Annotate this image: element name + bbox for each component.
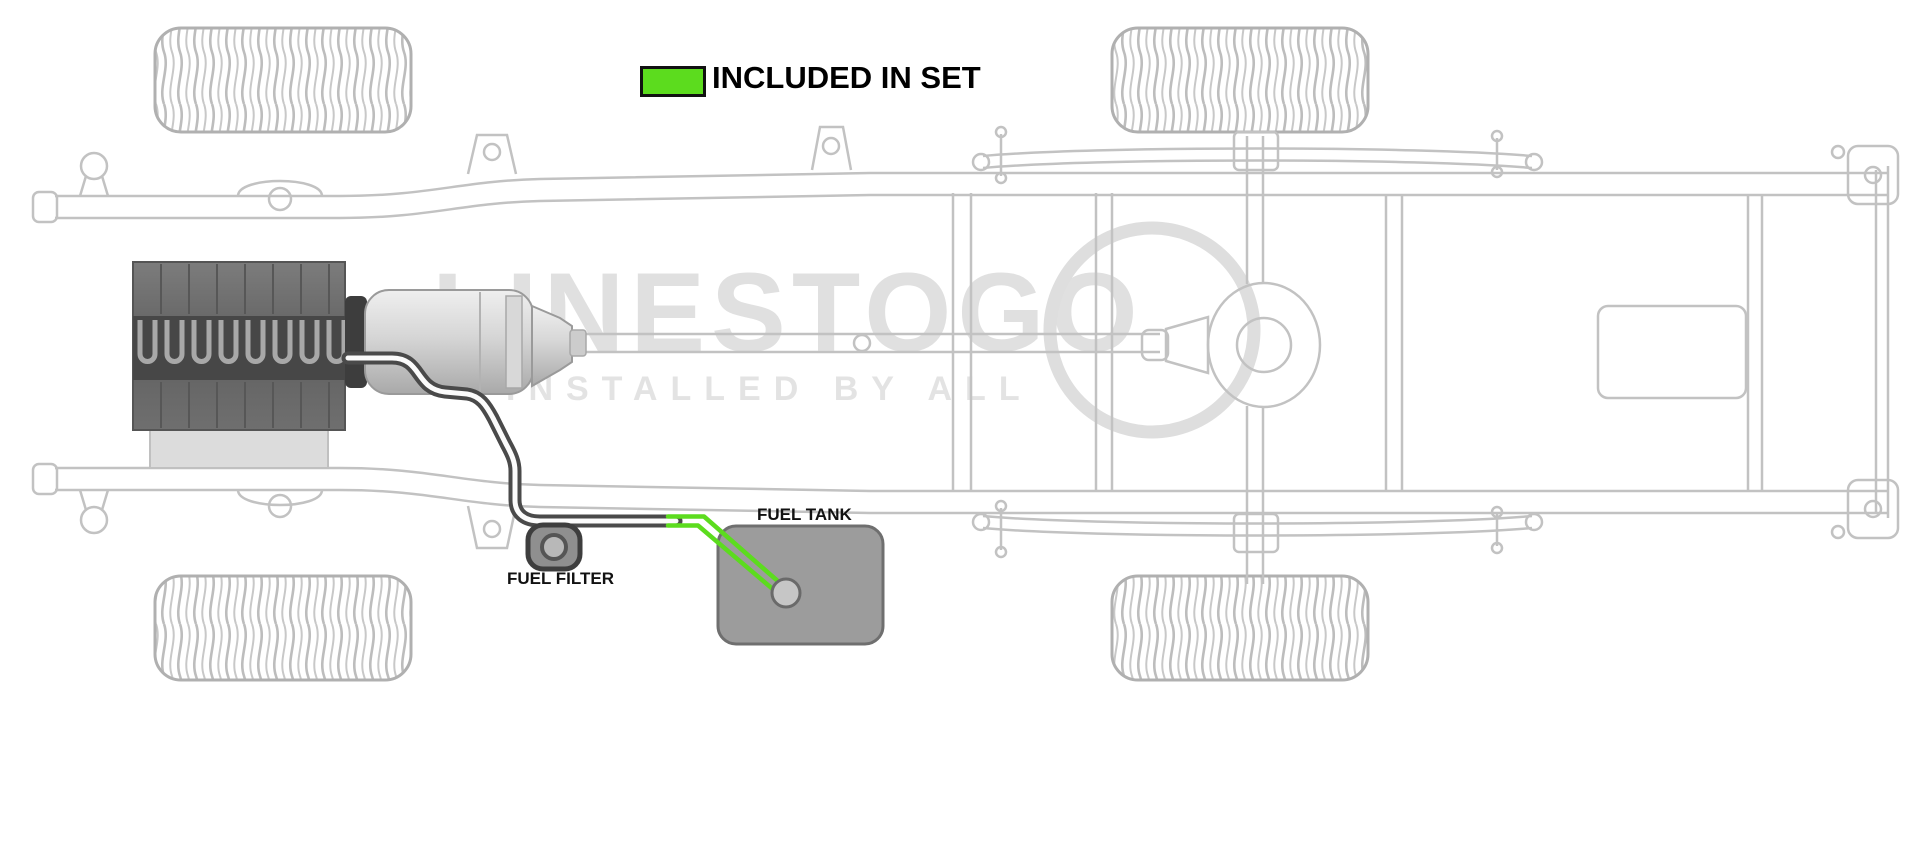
engine-block: [132, 261, 367, 469]
watermark-circle-icon: [1043, 221, 1261, 439]
legend-label: INCLUDED IN SET: [712, 60, 981, 95]
fuel-filter: [525, 522, 583, 572]
rear-axle-suspension: [971, 125, 1544, 584]
legend-swatch-icon: [640, 66, 706, 97]
fuel-filter-label: FUEL FILTER: [507, 569, 615, 588]
included-line-1: [665, 514, 791, 593]
chassis-frame: [31, 125, 1900, 550]
fuel-tank-label: FUEL TANK: [757, 505, 852, 524]
tire-rear-left: [153, 574, 413, 682]
transmission-tailshaft: [569, 329, 587, 357]
included-line-2: [665, 523, 785, 600]
bellhousing: [345, 296, 367, 388]
fuel-tank: [716, 524, 885, 646]
tire-rear-right: [1110, 574, 1370, 682]
watermark-subtitle: INSTALLED BY ALL: [506, 370, 1033, 408]
fuel-line-included-segment: [665, 514, 791, 600]
tire-front-left: [153, 26, 413, 134]
tires: [153, 26, 1370, 682]
transmission: [364, 289, 587, 395]
fuel-line: [341, 351, 683, 528]
tire-front-right: [1110, 26, 1370, 134]
fuel-sender-unit: [770, 577, 802, 609]
fuel-line-inner: [345, 355, 679, 524]
